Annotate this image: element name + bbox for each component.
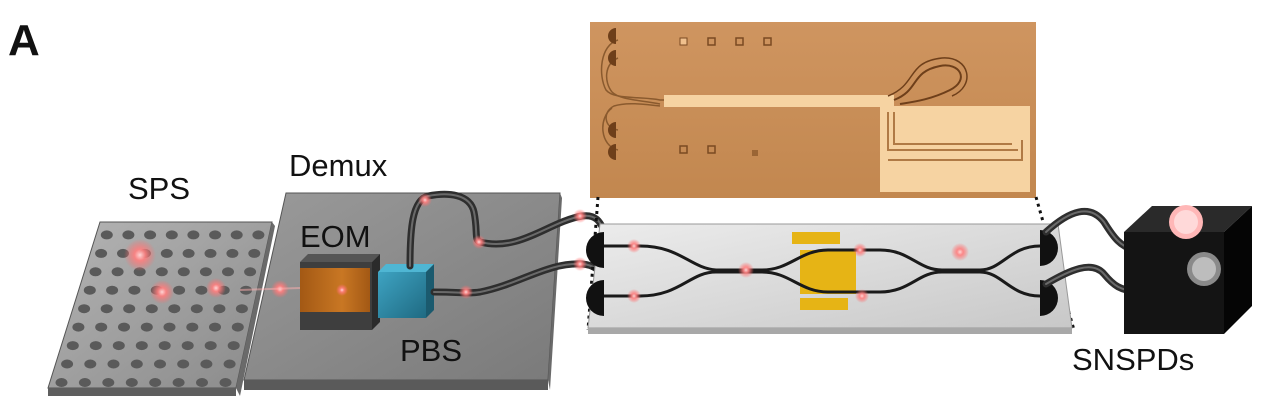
heater-pad [800, 298, 848, 310]
photonic-chip [586, 223, 1073, 334]
pc-hole [83, 285, 96, 295]
zoom-line-right [1034, 196, 1076, 331]
photonic-crystal-holes [55, 230, 265, 387]
chip-micrograph [590, 22, 1036, 198]
pc-hole [111, 267, 124, 277]
pc-hole [135, 341, 148, 351]
pc-hole [61, 359, 74, 369]
pc-hole [209, 230, 222, 240]
pc-hole [168, 304, 181, 314]
pc-hole [186, 322, 199, 332]
pc-hole [181, 341, 194, 351]
panel-letter: A [8, 16, 40, 65]
pc-hole [223, 359, 236, 369]
pc-hole [200, 359, 213, 369]
pc-hole [102, 378, 115, 387]
pc-hole [190, 304, 203, 314]
pc-hole [158, 341, 171, 351]
pc-hole [204, 341, 217, 351]
pc-hole [95, 322, 108, 332]
snspd-detector [1124, 205, 1252, 334]
pc-hole [154, 359, 166, 369]
pc-hole [149, 378, 162, 387]
sps-photon-glow [150, 280, 174, 304]
pc-hole [128, 285, 141, 295]
pc-hole [122, 230, 135, 240]
pc-hole [226, 248, 239, 258]
label-eom: EOM [300, 219, 371, 254]
pc-hole [231, 322, 244, 332]
pc-hole [100, 230, 113, 240]
pc-hole [89, 341, 102, 351]
pc-hole [165, 230, 178, 240]
pc-hole [227, 341, 240, 351]
pc-hole [130, 359, 143, 369]
pc-hole [213, 304, 226, 314]
pc-hole [204, 248, 217, 258]
pc-hole [172, 378, 185, 387]
pc-hole [107, 359, 120, 369]
pc-hole [89, 267, 102, 277]
pc-hole [78, 304, 91, 314]
pc-hole [187, 230, 200, 240]
pc-hole [145, 304, 158, 314]
pc-hole [144, 230, 157, 240]
pc-hole [118, 322, 130, 332]
pc-hole [196, 378, 208, 387]
pc-hole [209, 322, 221, 332]
pc-hole [222, 267, 234, 277]
sps-photon-glow [124, 239, 156, 271]
pc-hole [125, 378, 138, 387]
pc-hole [230, 230, 243, 240]
pc-hole [177, 267, 190, 277]
pbs-beam-splitter [378, 264, 434, 318]
pc-hole [182, 248, 195, 258]
pc-hole [100, 304, 113, 314]
pc-hole [84, 359, 97, 369]
pc-hole [123, 304, 136, 314]
label-demux: Demux [289, 148, 388, 183]
pc-hole [235, 304, 248, 314]
eom-modulator [300, 254, 380, 330]
pc-hole [248, 248, 261, 258]
pc-hole [55, 378, 68, 387]
pc-hole [112, 341, 125, 351]
pc-hole [252, 230, 265, 240]
pc-hole [160, 248, 173, 258]
pc-hole [106, 285, 119, 295]
sps-photon-glow [206, 278, 226, 298]
pc-hole [173, 285, 186, 295]
pc-hole [78, 378, 91, 387]
pc-hole [155, 267, 168, 277]
label-sps: SPS [128, 171, 190, 206]
zoom-line-left [586, 196, 600, 331]
pc-hole [140, 322, 153, 332]
pc-hole [95, 248, 108, 258]
label-pbs: PBS [400, 333, 462, 368]
heater-pad [792, 232, 840, 244]
pc-hole [72, 322, 85, 332]
pc-hole [66, 341, 79, 351]
sps-chip [47, 221, 275, 396]
pc-hole [177, 359, 190, 369]
pc-hole [219, 378, 232, 387]
pc-hole [163, 322, 176, 332]
label-snspds: SNSPDs [1072, 342, 1194, 377]
heater-pad [800, 250, 856, 294]
pc-hole [195, 285, 208, 295]
pc-hole [199, 267, 212, 277]
pc-hole [244, 267, 257, 277]
